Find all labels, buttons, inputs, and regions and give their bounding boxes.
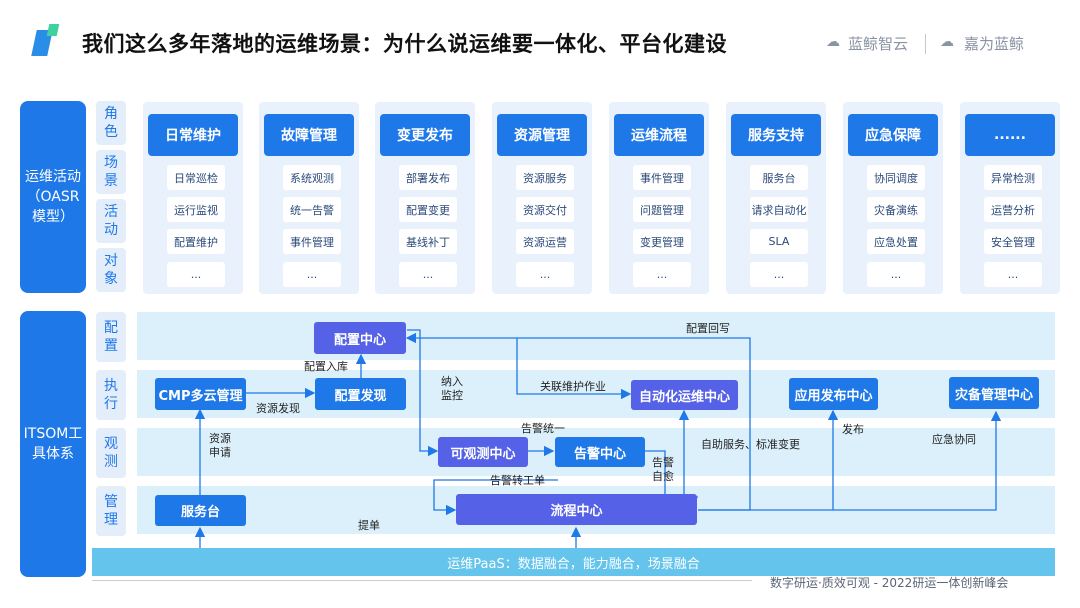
column-5-item-3: ... (750, 262, 808, 287)
band-config (137, 312, 1055, 360)
label-manage-monitor: 纳入 监控 (441, 375, 463, 402)
column-6-item-3: ... (867, 262, 925, 287)
column-title-1: 故障管理 (264, 114, 354, 156)
config-center-box: 配置中心 (314, 322, 406, 354)
cloud-logo-icon: ☁ (826, 34, 840, 50)
row-label-scene: 场 景 (96, 150, 126, 194)
row-label-activity: 活 动 (96, 199, 126, 243)
column-7-item-0: 异常检测 (984, 165, 1042, 190)
column-7-item-3: ... (984, 262, 1042, 287)
oasr-label-text: 运维活动 （OASR 模型） (25, 169, 81, 225)
column-0-item-0: 日常巡检 (167, 165, 225, 190)
config-discovery-box: 配置发现 (315, 378, 406, 410)
column-1-item-0: 系统观测 (283, 165, 341, 190)
cmp-box: CMP多云管理 (155, 378, 246, 410)
column-title-6: 应急保障 (848, 114, 938, 156)
service-desk-box: 服务台 (155, 495, 246, 526)
column-3-item-2: 资源运营 (516, 229, 574, 254)
column-title-5: 服务支持 (731, 114, 821, 156)
row-label-observe: 观 测 (96, 428, 126, 478)
label-assoc-job: 关联维护作业 (540, 380, 606, 393)
column-4-item-3: ... (633, 262, 691, 287)
column-3-item-3: ... (516, 262, 574, 287)
brand-bk-cloud: 蓝鲸智云 (848, 35, 909, 53)
label-config-store: 配置入库 (304, 360, 348, 373)
column-6-item-2: 应急处置 (867, 229, 925, 254)
column-2-item-2: 基线补丁 (399, 229, 457, 254)
process-center-box: 流程中心 (456, 494, 697, 525)
alert-center-box: 告警中心 (555, 437, 645, 467)
label-resource-apply: 资源 申请 (209, 432, 231, 459)
cloud-logo-icon-2: ☁ (940, 34, 954, 50)
label-release: 发布 (842, 423, 864, 436)
column-3-item-0: 资源服务 (516, 165, 574, 190)
label-alert-self-heal: 告警 自愈 (652, 456, 674, 483)
column-4-item-0: 事件管理 (633, 165, 691, 190)
logo-icon (31, 24, 60, 56)
column-4-item-1: 问题管理 (633, 197, 691, 222)
column-2-item-1: 配置变更 (399, 197, 457, 222)
row-label-config: 配 置 (96, 312, 126, 362)
column-4-item-2: 变更管理 (633, 229, 691, 254)
label-self-service: 自助服务、标准变更 (701, 438, 800, 451)
column-6-item-1: 灾备演练 (867, 197, 925, 222)
column-1-item-3: ... (283, 262, 341, 287)
column-2-item-0: 部署发布 (399, 165, 457, 190)
column-title-2: 变更发布 (380, 114, 470, 156)
column-0-item-2: 配置维护 (167, 229, 225, 254)
column-5-item-1: 请求自动化 (750, 197, 808, 222)
app-release-box: 应用发布中心 (789, 378, 878, 410)
label-config-writeback: 配置回写 (686, 322, 730, 335)
column-title-7: ...... (965, 114, 1055, 156)
row-label-execute: 执 行 (96, 370, 126, 420)
label-emergency: 应急协同 (932, 433, 976, 446)
auto-ops-box: 自动化运维中心 (631, 380, 738, 410)
column-0-item-1: 运行监视 (167, 197, 225, 222)
page-title: 我们这么多年落地的运维场景：为什么说运维要一体化、平台化建设 (82, 32, 727, 56)
column-1-item-2: 事件管理 (283, 229, 341, 254)
column-6-item-0: 协同调度 (867, 165, 925, 190)
column-7-item-1: 运营分析 (984, 197, 1042, 222)
column-5-item-2: SLA (750, 229, 808, 254)
observability-box: 可观测中心 (438, 437, 528, 467)
row-label-role: 角 色 (96, 101, 126, 145)
column-0-item-3: ... (167, 262, 225, 287)
dr-center-box: 灾备管理中心 (949, 377, 1039, 409)
label-alert-ticket: 告警转工单 (490, 474, 545, 487)
column-2-item-3: ... (399, 262, 457, 287)
column-1-item-1: 统一告警 (283, 197, 341, 222)
column-3-item-1: 资源交付 (516, 197, 574, 222)
brand-canway: 嘉为蓝鲸 (964, 35, 1025, 53)
column-title-3: 资源管理 (497, 114, 587, 156)
label-alert-unify: 告警统一 (521, 422, 565, 435)
section-label-itsom: ITSOM工 具体系 (20, 311, 86, 577)
column-5-item-0: 服务台 (750, 165, 808, 190)
brand-divider (925, 34, 926, 54)
row-label-object: 对 象 (96, 248, 126, 292)
ops-paas-bar: 运维PaaS：数据融合，能力融合，场景融合 (92, 548, 1055, 576)
itsom-label-text: ITSOM工 具体系 (23, 426, 83, 462)
label-submit: 提单 (358, 519, 380, 532)
footer-divider (92, 580, 752, 581)
column-title-4: 运维流程 (614, 114, 704, 156)
footer-text: 数字研运·质效可观 - 2022研运一体创新峰会 (770, 576, 1009, 590)
label-resource-discovery: 资源发现 (256, 402, 300, 415)
column-title-0: 日常维护 (148, 114, 238, 156)
column-7-item-2: 安全管理 (984, 229, 1042, 254)
row-label-manage: 管 理 (96, 486, 126, 536)
section-label-oasr: 运维活动 （OASR 模型） (20, 101, 86, 293)
